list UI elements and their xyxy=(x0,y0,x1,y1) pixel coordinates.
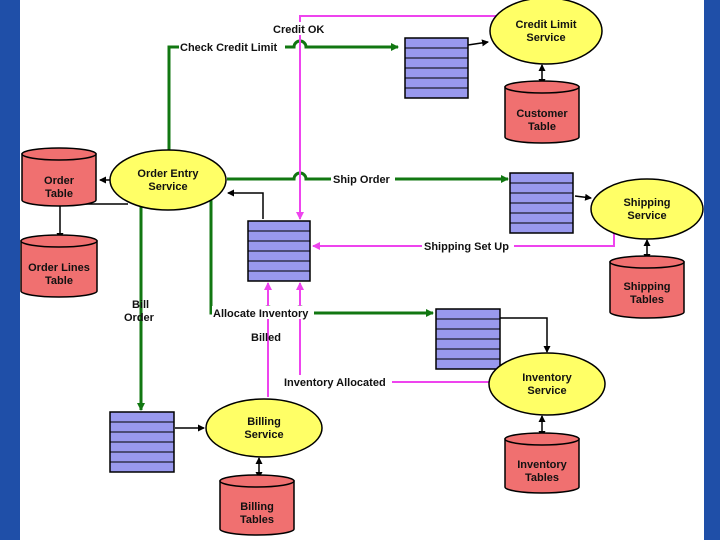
cylinder-top xyxy=(609,255,685,269)
table-order-lines-line2: Table xyxy=(45,275,73,287)
service-shipping-line2: Service xyxy=(627,210,666,222)
table-inventory: Inventory Tables xyxy=(504,432,580,494)
queue-inventory xyxy=(435,308,501,370)
credit-queue-to-credit-service xyxy=(467,39,489,47)
table-order-lines: Order Lines Table xyxy=(20,234,98,298)
table-shipping-line1: Shipping xyxy=(623,281,670,293)
table-inventory-line2: Tables xyxy=(525,472,559,484)
cylinder-body xyxy=(219,480,295,536)
label-check-credit-limit: Check Credit Limit xyxy=(180,42,278,54)
service-shipping-line1: Shipping xyxy=(623,197,670,209)
label-inventory-allocated: Inventory Allocated xyxy=(284,377,386,389)
table-customer-line1: Customer xyxy=(516,108,568,120)
service-billing: Billing Service xyxy=(205,398,323,458)
label-shipping-set-up: Shipping Set Up xyxy=(424,241,509,253)
label-bill-order-line1: Bill xyxy=(132,299,149,311)
cylinder-top xyxy=(504,80,580,94)
service-credit-limit-line2: Service xyxy=(526,32,565,44)
service-inventory-line2: Service xyxy=(527,385,566,397)
credit-ok-flow xyxy=(296,15,530,220)
service-inventory: Inventory Service xyxy=(488,352,606,416)
cylinder-body xyxy=(609,261,685,319)
table-order-line2: Table xyxy=(45,188,73,200)
queue-shipping xyxy=(509,172,574,234)
shipping-set-up-flow xyxy=(312,232,615,250)
message-labels: Credit OK Check Credit Limit Ship Order … xyxy=(124,22,514,389)
cylinder-body xyxy=(20,240,98,298)
table-order-lines-line1: Order Lines xyxy=(28,262,90,274)
queue-billing xyxy=(109,411,175,473)
table-customer-line2: Table xyxy=(528,121,556,133)
service-order-entry: Order Entry Service xyxy=(109,149,227,211)
inventory-queue-to-inventory-service xyxy=(500,317,551,353)
label-credit-ok: Credit OK xyxy=(273,24,324,36)
cylinder-top xyxy=(219,474,295,488)
service-order-entry-line1: Order Entry xyxy=(137,168,199,180)
label-ship-order: Ship Order xyxy=(333,174,391,186)
service-credit-limit: Credit Limit Service xyxy=(489,0,603,65)
service-order-entry-line2: Service xyxy=(148,181,187,193)
service-billing-line2: Service xyxy=(244,429,283,441)
label-bill-order-line2: Order xyxy=(124,312,155,324)
table-billing-line1: Billing xyxy=(240,501,274,513)
queue-central xyxy=(247,220,311,282)
cylinder-top xyxy=(504,432,580,446)
service-billing-line1: Billing xyxy=(247,416,281,428)
table-order: Order Table xyxy=(21,147,97,207)
cylinder-top xyxy=(20,234,98,248)
service-credit-limit-line1: Credit Limit xyxy=(515,19,576,31)
table-customer: Customer Table xyxy=(504,80,580,144)
cylinder-body xyxy=(504,438,580,494)
cylinder-body xyxy=(21,153,97,207)
table-order-line1: Order xyxy=(44,175,75,187)
shipping-queue-to-shipping-service xyxy=(574,193,592,201)
central-queue-to-order-entry xyxy=(227,189,264,219)
label-billed: Billed xyxy=(251,332,281,344)
table-shipping: Shipping Tables xyxy=(609,255,685,319)
cylinder-body xyxy=(504,86,580,144)
service-shipping: Shipping Service xyxy=(590,178,704,240)
label-allocate-inventory: Allocate Inventory xyxy=(213,308,309,320)
table-shipping-line2: Tables xyxy=(630,294,664,306)
table-billing-line2: Tables xyxy=(240,514,274,526)
service-inventory-line1: Inventory xyxy=(522,372,572,384)
table-inventory-line1: Inventory xyxy=(517,459,567,471)
queue-credit xyxy=(404,37,469,99)
table-billing: Billing Tables xyxy=(219,474,295,536)
cylinder-top xyxy=(21,147,97,161)
